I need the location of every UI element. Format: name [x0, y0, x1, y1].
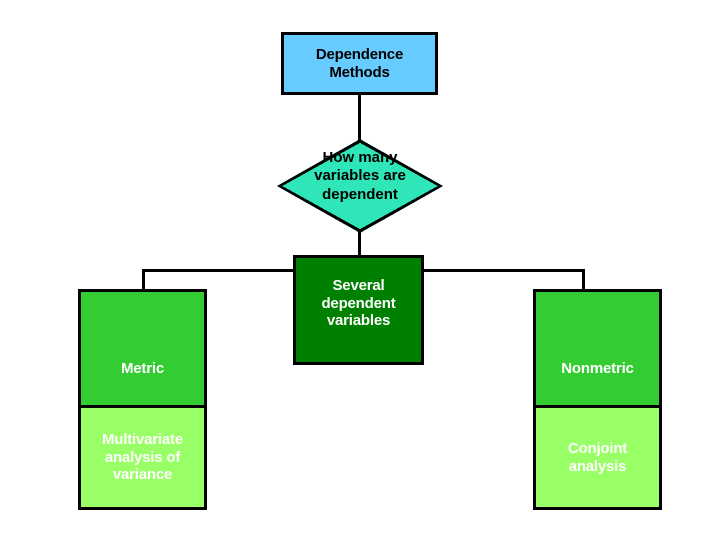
connector-bus-left: [142, 269, 296, 272]
connector-drop-to-nonmetric: [582, 269, 585, 291]
connector-root-to-decision: [358, 94, 361, 140]
node-multivariate-analysis-of-variance[interactable]: Multivariate analysis of variance: [78, 405, 207, 510]
connector-drop-to-metric: [142, 269, 145, 291]
connector-bus-right: [422, 269, 585, 272]
node-several-dependent-variables[interactable]: Several dependent variables: [293, 255, 424, 365]
node-dependence-methods[interactable]: Dependence Methods: [281, 32, 438, 95]
connector-decision-to-several: [358, 229, 361, 257]
node-conjoint-analysis[interactable]: Conjoint analysis: [533, 405, 662, 510]
decision-label: How many variables are dependent: [314, 149, 406, 203]
node-decision-how-many-variables[interactable]: How many variables are dependent: [277, 139, 443, 233]
